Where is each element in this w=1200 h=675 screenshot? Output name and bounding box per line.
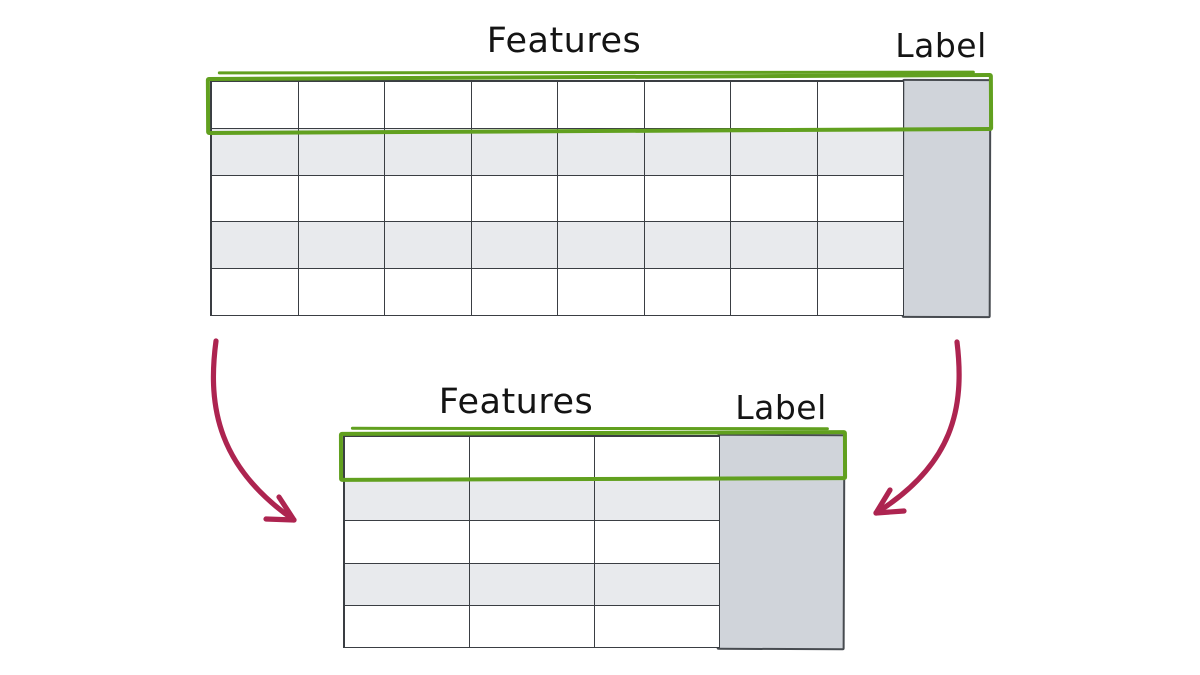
table-cell: [471, 269, 558, 316]
table-cell: [731, 222, 818, 270]
table-cell: [298, 269, 385, 316]
bottom-label-heading: Label: [735, 388, 827, 427]
table-cell: [817, 269, 904, 316]
table-cell: [385, 175, 472, 223]
table-cell: [817, 222, 904, 270]
table-cell: [558, 222, 645, 270]
table-cell: [731, 128, 818, 176]
table-cell: [595, 521, 720, 564]
table-cell: [558, 269, 645, 316]
left-arrow: [210, 338, 297, 523]
table-cell: [470, 605, 595, 648]
table-cell: [470, 479, 595, 522]
table-cell: [212, 269, 299, 316]
table-cell: [345, 521, 470, 564]
table-cell: [644, 128, 731, 176]
table-cell: [595, 479, 720, 522]
table-cell: [644, 269, 731, 316]
table-cell: [212, 128, 299, 176]
table-cell: [471, 175, 558, 223]
table-cell: [595, 605, 720, 648]
table-cell: [385, 269, 472, 316]
table-cell: [298, 128, 385, 176]
table-cell: [470, 521, 595, 564]
table-cell: [385, 128, 472, 176]
top-header-highlight: [205, 72, 994, 136]
table-cell: [731, 175, 818, 223]
table-cell: [595, 563, 720, 606]
table-cell: [212, 222, 299, 270]
table-cell: [212, 175, 299, 223]
bottom-features-heading: Features: [438, 382, 594, 422]
table-cell: [345, 605, 470, 648]
table-cell: [470, 563, 595, 606]
table-cell: [817, 175, 904, 223]
table-cell: [817, 128, 904, 176]
table-cell: [298, 175, 385, 223]
top-features-heading: Features: [486, 21, 642, 61]
table-cell: [385, 222, 472, 270]
right-arrow: [873, 339, 962, 516]
table-cell: [345, 563, 470, 606]
table-cell: [644, 222, 731, 270]
table-cell: [345, 479, 470, 522]
bottom-header-highlight: [338, 430, 848, 482]
table-cell: [298, 222, 385, 270]
table-cell: [644, 175, 731, 223]
table-cell: [558, 175, 645, 223]
table-cell: [558, 128, 645, 176]
table-cell: [471, 222, 558, 270]
top-label-heading: Label: [895, 26, 987, 65]
table-cell: [471, 128, 558, 176]
table-cell: [731, 269, 818, 316]
